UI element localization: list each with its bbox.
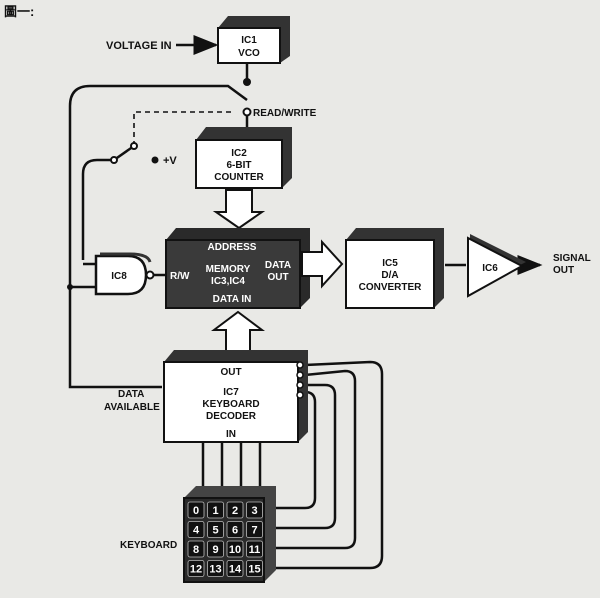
key-label-3: 3: [251, 505, 257, 517]
key-label-1: 1: [212, 505, 218, 517]
key-7: [246, 521, 263, 538]
plus-v-terminal: [151, 156, 159, 164]
key-1: [207, 501, 224, 519]
ic5-title: IC5: [382, 258, 398, 269]
ic1-title: IC1: [241, 35, 257, 46]
ic5-da: D/A: [381, 270, 398, 281]
key-6: [226, 521, 244, 538]
key-label-7: 7: [251, 525, 257, 537]
data-out-bus-arrow: [301, 239, 344, 289]
ic7-in: IN: [226, 429, 236, 440]
junction-dot: [67, 284, 73, 290]
key-5: [207, 521, 224, 538]
key-15: [246, 560, 263, 577]
ic2-counter: COUNTER: [214, 172, 264, 183]
ic7-keyboard: KEYBOARD: [202, 399, 259, 410]
kbd-row-1: [276, 390, 317, 510]
key-label-14: 14: [229, 564, 242, 576]
address-bus-arrow: [212, 189, 266, 230]
key-12: [187, 560, 205, 577]
figure-label: 圖一:: [4, 4, 34, 19]
key-9: [207, 540, 224, 558]
key-label-6: 6: [232, 525, 238, 537]
key-11: [246, 540, 263, 558]
gang-link-dashed: [133, 111, 232, 146]
ic6-amplifier: IC6: [467, 234, 526, 298]
memory-data-out-1: DATA: [265, 260, 291, 271]
key-label-8: 8: [193, 544, 199, 556]
rw-switch-pivot: [130, 142, 138, 150]
key-label-2: 2: [232, 505, 238, 517]
memory-data-out-2: OUT: [267, 272, 288, 283]
key-label-5: 5: [212, 525, 218, 537]
ic5-da-block: IC5 D/A CONVERTER: [345, 228, 444, 309]
ic8-label: IC8: [111, 271, 127, 282]
key-0: [187, 501, 205, 519]
key-4: [187, 521, 205, 538]
key-label-10: 10: [229, 544, 241, 556]
ic7-decoder: DECODER: [206, 411, 257, 422]
rw-switch-terminal: [110, 156, 118, 164]
key-3: [246, 501, 263, 519]
ic6-label: IC6: [482, 263, 498, 274]
key-label-11: 11: [249, 544, 261, 556]
kbd-row-4: [276, 360, 384, 570]
rw-switch-blade: [113, 144, 135, 162]
memory-title: MEMORY: [206, 264, 251, 275]
ic2-title: IC2: [231, 148, 247, 159]
memory-address-label: ADDRESS: [208, 242, 257, 253]
memory-rw-label: R/W: [170, 271, 190, 282]
key-2: [226, 501, 244, 519]
ic7-title: IC7: [223, 387, 239, 398]
ic1-subtitle: VCO: [238, 48, 260, 59]
vco-terminal: [243, 78, 251, 86]
ic7-out: OUT: [220, 367, 241, 378]
memory-block: ADDRESS R/W MEMORY IC3,IC4 DATA OUT DATA…: [165, 228, 310, 309]
key-label-12: 12: [190, 564, 202, 576]
ic7-decoder-block: OUT IC7 KEYBOARD DECODER IN: [163, 350, 308, 443]
kbd-row-3: [276, 369, 357, 550]
wires: [68, 35, 543, 570]
key-8: [187, 540, 205, 558]
data-available-label-2: AVAILABLE: [104, 402, 160, 413]
memory-data-in: DATA IN: [213, 294, 252, 305]
data-in-bus-arrow: [211, 310, 265, 354]
key-label-0: 0: [193, 505, 199, 517]
key-label-13: 13: [209, 564, 221, 576]
signal-out-label: SIGNAL: [553, 253, 591, 264]
voltage-in-label: VOLTAGE IN: [106, 40, 172, 52]
memory-chips: IC3,IC4: [211, 276, 245, 287]
plus-v-label: +V: [163, 155, 177, 167]
rw-switch-wire: [81, 158, 114, 260]
ic8-nand-gate: IC8: [94, 252, 155, 296]
read-write-label: READ/WRITE: [253, 108, 317, 119]
kbd-row-2: [276, 383, 337, 530]
ic5-converter: CONVERTER: [359, 282, 423, 293]
ic1-vco-block: IC1 VCO: [217, 16, 290, 64]
signal-out-label-2: OUT: [553, 265, 574, 276]
key-13: [207, 560, 224, 577]
read-write-terminal: [242, 107, 252, 117]
data-available-label-1: DATA: [118, 389, 144, 400]
ic2-counter-block: IC2 6-BIT COUNTER: [195, 127, 292, 189]
keyboard-label: KEYBOARD: [120, 540, 177, 551]
key-label-15: 15: [248, 564, 260, 576]
data-available-loop: [68, 84, 248, 389]
key-10: [226, 540, 244, 558]
ic2-bits: 6-BIT: [227, 160, 252, 171]
key-label-4: 4: [193, 525, 200, 537]
key-14: [226, 560, 244, 577]
key-label-9: 9: [212, 544, 218, 556]
